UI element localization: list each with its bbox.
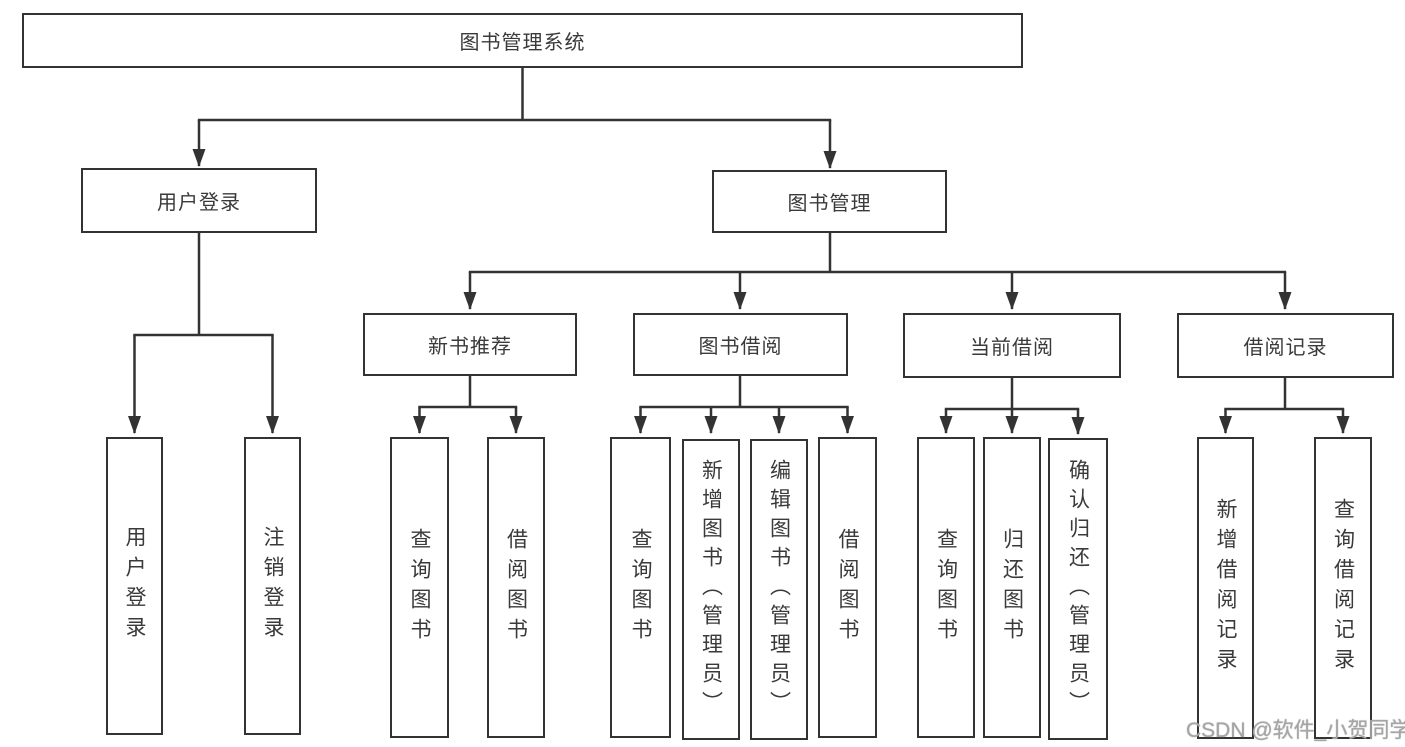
node-return-book-label: 归还图书	[1000, 527, 1024, 648]
node-current-borrow-label: 当前借阅	[970, 337, 1054, 359]
node-borrow-record: 借阅记录	[1177, 313, 1394, 378]
node-current-borrow: 当前借阅	[903, 313, 1121, 378]
node-query-books-3: 查询图书	[917, 437, 975, 738]
node-add-borrow-record: 新增借阅记录	[1197, 437, 1254, 739]
node-query-books-1-label: 查询图书	[408, 527, 431, 648]
node-borrow-books-1-label: 借阅图书	[504, 527, 528, 648]
node-query-books-2: 查询图书	[610, 437, 671, 738]
node-logout: 注销登录	[244, 437, 301, 735]
node-borrow-books-2-label: 借阅图书	[836, 527, 859, 648]
node-book-management-label: 图书管理	[787, 193, 872, 215]
node-confirm-return-admin: 确认归还（管理员）	[1048, 438, 1108, 740]
node-add-book-admin: 新增图书（管理员）	[682, 439, 740, 740]
node-new-book-recommend-label: 新书推荐	[428, 336, 512, 358]
node-book-borrow: 图书借阅	[633, 313, 848, 376]
node-add-book-admin-label: 新增图书（管理员）	[699, 459, 723, 720]
node-query-borrow-record: 查询借阅记录	[1314, 437, 1372, 739]
node-logout-label: 注销登录	[261, 526, 284, 646]
node-query-books-1: 查询图书	[390, 437, 449, 738]
node-return-book: 归还图书	[983, 437, 1041, 738]
node-system-root-label: 图书管理系统	[459, 32, 586, 54]
node-new-book-recommend: 新书推荐	[363, 313, 577, 376]
csdn-watermark: CSDN @软件_小贺同学	[1186, 719, 1405, 742]
node-query-books-2-label: 查询图书	[629, 527, 652, 648]
node-add-borrow-record-label: 新增借阅记录	[1214, 498, 1237, 678]
node-borrow-books-1: 借阅图书	[487, 437, 545, 738]
node-user-login-leaf: 用户登录	[106, 437, 163, 735]
node-user-login-leaf-label: 用户登录	[123, 526, 146, 646]
node-user-login-label: 用户登录	[157, 192, 241, 214]
node-user-login: 用户登录	[81, 168, 317, 233]
node-borrow-record-label: 借阅记录	[1243, 337, 1328, 359]
node-query-books-3-label: 查询图书	[934, 527, 958, 648]
node-book-borrow-label: 图书借阅	[698, 336, 783, 358]
node-book-management: 图书管理	[712, 170, 947, 233]
node-edit-book-admin-label: 编辑图书（管理员）	[767, 459, 791, 720]
node-system-root: 图书管理系统	[22, 13, 1023, 68]
node-borrow-books-2: 借阅图书	[818, 437, 877, 738]
node-query-borrow-record-label: 查询借阅记录	[1331, 498, 1355, 678]
node-edit-book-admin: 编辑图书（管理员）	[750, 439, 808, 740]
node-confirm-return-admin-label: 确认归还（管理员）	[1066, 458, 1090, 720]
